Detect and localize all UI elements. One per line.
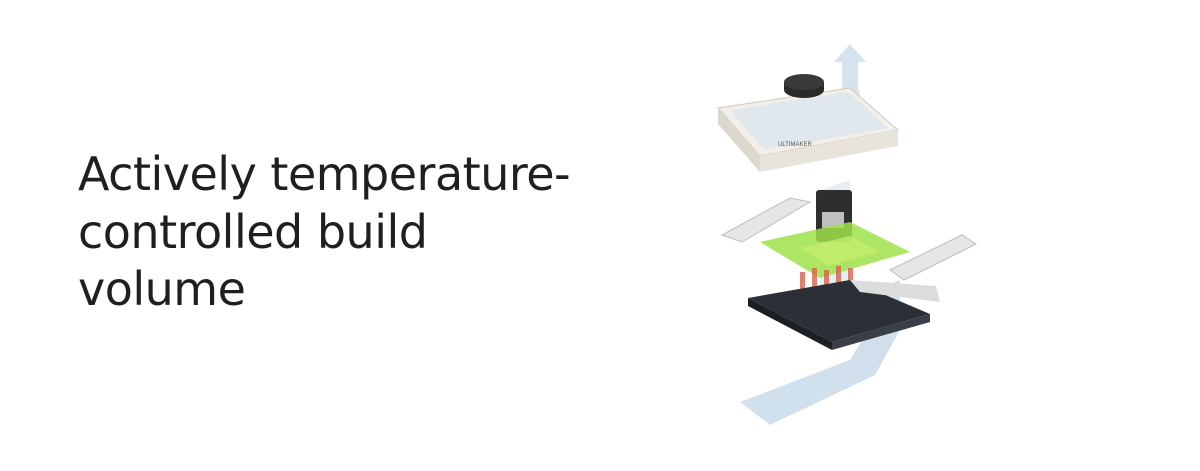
heat-arrows (800, 266, 853, 294)
heated-plane (760, 222, 910, 278)
headline-line-2: controlled build (78, 204, 428, 259)
lid-logo: ULTIMAKER (778, 142, 813, 148)
build-plate (748, 280, 940, 350)
headline-line-1: Actively temperature- (78, 147, 571, 201)
headline-line-3: volume (78, 262, 246, 316)
build-volume-exploded-illustration: ULTIMAKER (717, 44, 978, 425)
headline: Actively temperature- controlled build v… (78, 146, 571, 319)
top-lid: ULTIMAKER (717, 74, 900, 172)
